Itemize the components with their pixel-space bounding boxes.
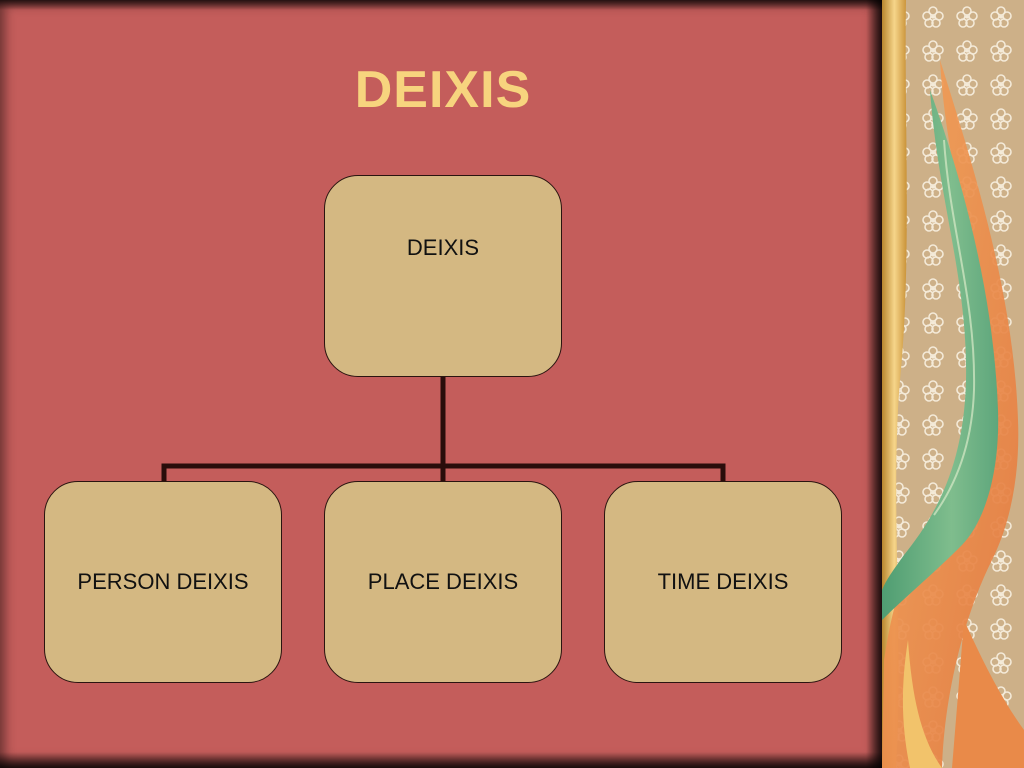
node-label: PLACE DEIXIS bbox=[367, 569, 519, 594]
frame-shadow-top bbox=[0, 0, 882, 10]
node-deixis: DEIXIS bbox=[324, 175, 562, 377]
frame-shadow-bottom bbox=[0, 752, 882, 768]
decorative-ribbon-border bbox=[882, 0, 1024, 768]
node-label: DEIXIS bbox=[406, 235, 480, 260]
node-person-deixis: PERSON DEIXIS bbox=[44, 481, 282, 683]
node-label: PERSON DEIXIS bbox=[77, 569, 249, 594]
node-time-deixis: TIME DEIXIS bbox=[604, 481, 842, 683]
frame-shadow-right bbox=[866, 0, 882, 768]
slide-title: DEIXIS bbox=[354, 61, 532, 119]
node-label: TIME DEIXIS bbox=[657, 569, 789, 594]
node-place-deixis: PLACE DEIXIS bbox=[324, 481, 562, 683]
